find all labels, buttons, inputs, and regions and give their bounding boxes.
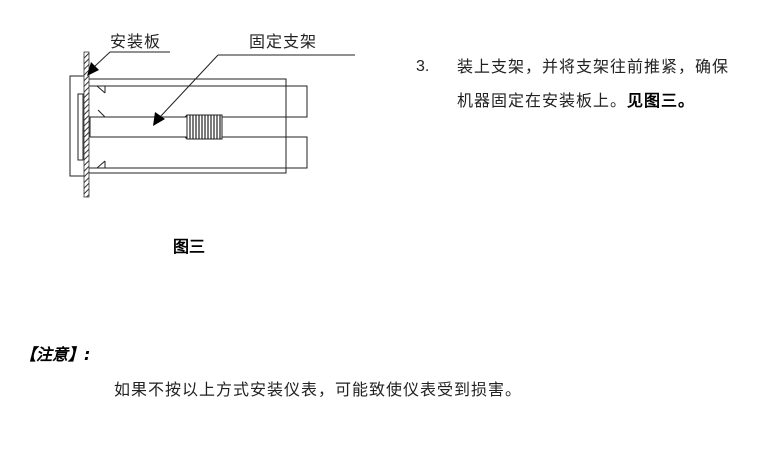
- note-body: 如果不按以上方式安装仪表，可能致使仪表受到损害。: [114, 380, 523, 399]
- note-heading: 【注意】:: [20, 345, 91, 364]
- fixing-bracket-label: 固定支架: [249, 32, 318, 51]
- figure-reference: 见图三。: [627, 91, 696, 110]
- installation-diagram: 安装板 固定支架: [0, 0, 400, 220]
- step-text-line-2: 机器固定在安装板上。见图三。: [457, 84, 783, 118]
- mounting-panel: [83, 51, 90, 198]
- step-text: 装上支架，并将支架往前推紧，确保 机器固定在安装板上。见图三。: [457, 50, 783, 118]
- mounting-panel-label: 安装板: [110, 32, 162, 51]
- panel-leader-arrow: [87, 51, 170, 76]
- bracket-lower-arm: [88, 136, 308, 169]
- step-text-line-2-plain: 机器固定在安装板上。: [457, 91, 628, 110]
- bracket-screw: [89, 114, 286, 140]
- bracket-upper-arm: [88, 85, 308, 118]
- bracket-mounting-illustration: [69, 51, 355, 198]
- meter-bezel: [69, 75, 86, 177]
- figure-caption: 图三: [173, 237, 206, 256]
- bracket-leader-arrow: [153, 54, 355, 126]
- step-number: 3.: [416, 58, 430, 75]
- step-text-line-1: 装上支架，并将支架往前推紧，确保: [457, 57, 730, 76]
